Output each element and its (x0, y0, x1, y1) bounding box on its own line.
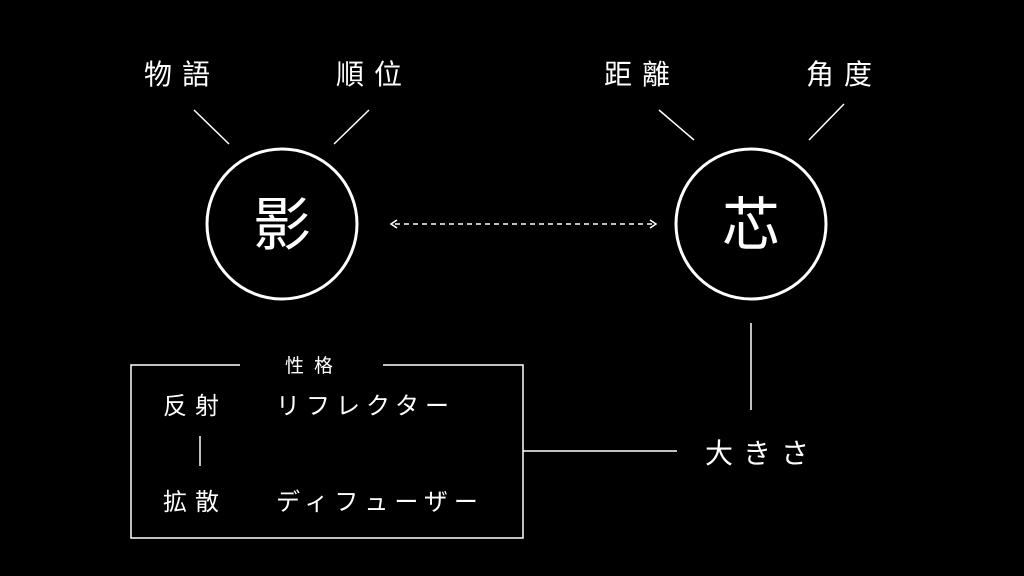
label-size: 大きさ (705, 437, 819, 470)
reflection-kanji: 反射 (163, 392, 227, 420)
shadow-node (205, 147, 359, 301)
character-box-title: 性格 (285, 355, 343, 377)
arrowhead-right (649, 219, 658, 229)
arrowhead-left (389, 219, 398, 229)
diffuser-katakana: ディフューザー (276, 488, 484, 516)
label-story: 物語 (144, 58, 220, 91)
connector-rank-shadow (333, 109, 370, 145)
connector-angle-core (808, 103, 845, 141)
connector-story-shadow (193, 109, 230, 145)
connector-distance-core (658, 109, 695, 141)
shadow-kanji: 影 (253, 191, 311, 259)
core-kanji: 芯 (722, 191, 780, 259)
label-angle: 角度 (806, 58, 882, 91)
label-distance: 距離 (604, 58, 680, 91)
core-node (674, 147, 828, 301)
reflector-katakana: リフレクター (276, 392, 455, 420)
label-rank: 順位 (336, 58, 412, 91)
character-box-frame (130, 364, 524, 539)
diffusion-kanji: 拡散 (163, 488, 227, 516)
